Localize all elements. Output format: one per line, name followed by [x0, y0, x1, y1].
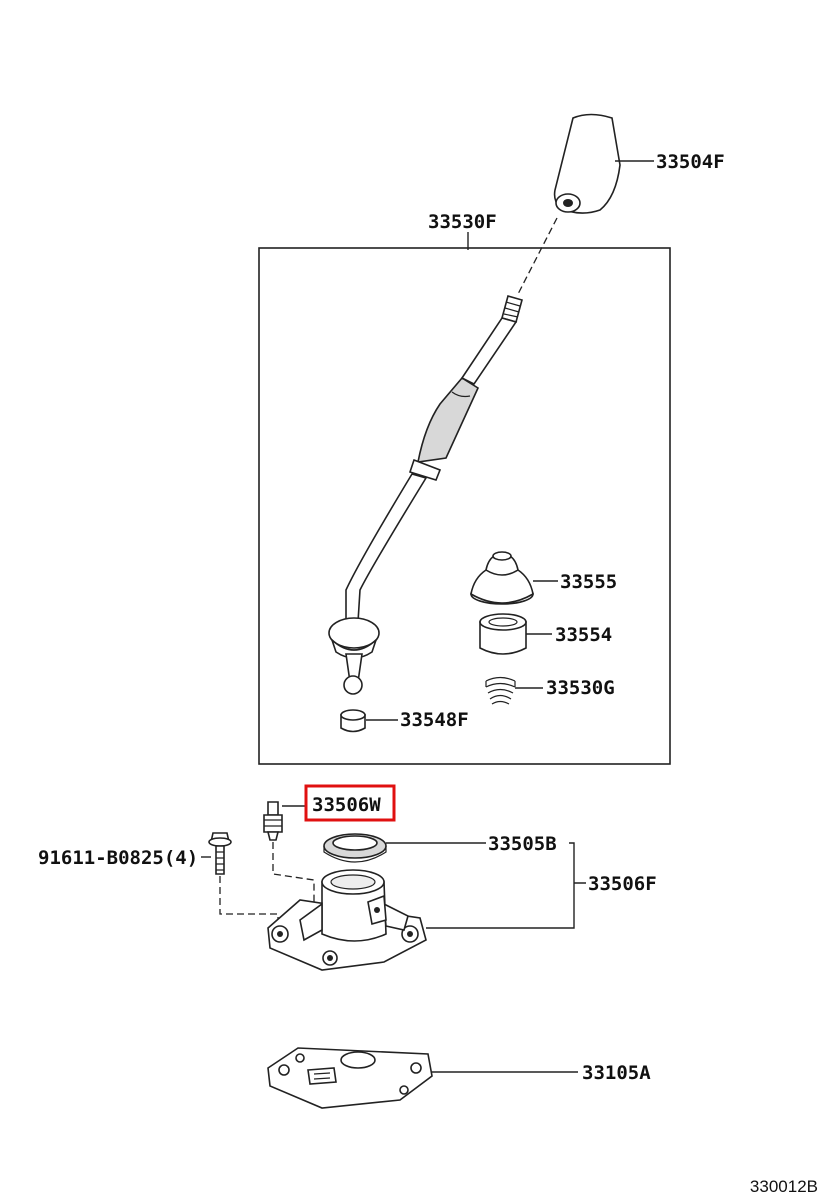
lever-spring[interactable]	[485, 676, 516, 705]
part-label-33530F[interactable]: 33530F	[428, 211, 497, 233]
part-label-33506F[interactable]: 33506F	[588, 873, 657, 895]
part-label-33530G[interactable]: 33530G	[546, 677, 615, 699]
diagram-code: 330012B	[750, 1177, 818, 1196]
part-label-33548F[interactable]: 33548F	[400, 709, 469, 731]
shift-knob[interactable]	[553, 113, 621, 214]
lever-bushing[interactable]	[479, 613, 527, 655]
part-label-91611-B0825[interactable]: 91611-B0825(4)	[38, 847, 198, 869]
highlighted-part-frame	[304, 784, 396, 822]
lever-assembly-box	[258, 247, 671, 765]
retainer-gasket[interactable]	[267, 1047, 433, 1109]
leader-33506F	[426, 842, 586, 929]
part-label-33555[interactable]: 33555	[560, 571, 617, 593]
retainer-seal[interactable]	[323, 833, 387, 863]
part-label-33506W[interactable]: 33506W	[312, 794, 381, 816]
plug-center-line	[272, 842, 315, 918]
knob-center-line	[516, 217, 558, 297]
shift-lever-boot[interactable]	[470, 551, 534, 605]
lever-seat[interactable]	[340, 709, 366, 733]
flange-bolt[interactable]	[208, 832, 232, 875]
breather-plug[interactable]	[263, 801, 283, 841]
part-label-33105A[interactable]: 33105A	[582, 1062, 651, 1084]
shift-lever[interactable]	[328, 295, 523, 695]
lever-retainer-housing[interactable]	[267, 869, 427, 971]
bolt-center-line	[219, 876, 279, 926]
part-label-33554[interactable]: 33554	[555, 624, 612, 646]
part-label-33504F[interactable]: 33504F	[656, 151, 725, 173]
part-label-33505B[interactable]: 33505B	[488, 833, 557, 855]
